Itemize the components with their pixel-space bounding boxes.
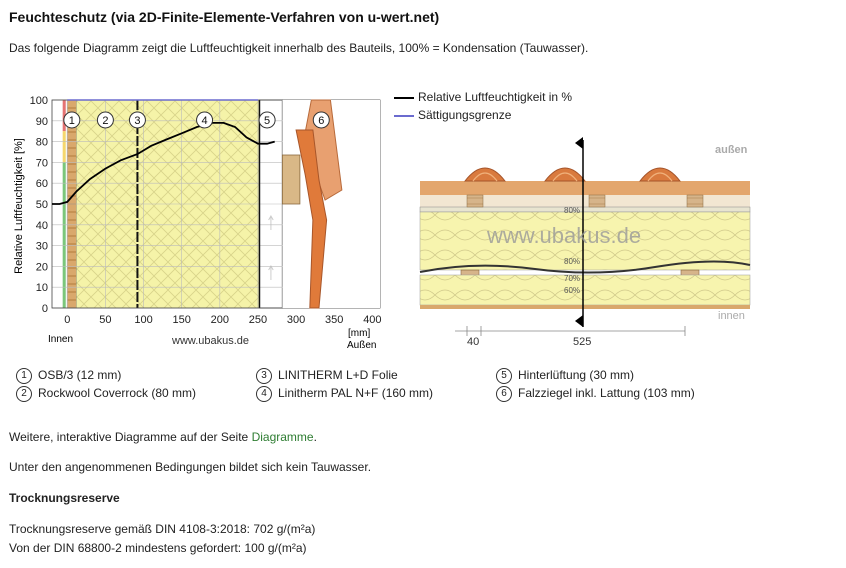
x-unit-label: [mm]	[348, 328, 370, 339]
tile-highlight	[647, 172, 673, 182]
x-right-label: Außen	[347, 340, 376, 351]
y-tick-label: 60	[36, 178, 48, 190]
x-tick-label: 350	[325, 314, 343, 326]
chart-series	[52, 99, 275, 205]
section-outside-label: außen	[715, 144, 748, 156]
indicator-green	[62, 162, 66, 308]
layer-marker-label-6: 6	[318, 115, 324, 127]
roof-tiles	[463, 167, 682, 182]
dimension-525: 525	[573, 336, 591, 348]
layer-marker-2	[96, 111, 114, 129]
y-tick-label: 20	[36, 261, 48, 273]
section-watermark: www.ubakus.de	[486, 223, 641, 248]
board-layer	[419, 206, 751, 213]
y-axis-label: Relative Luftfeuchtigkeit [%]	[13, 138, 25, 274]
x-left-label: Innen	[48, 334, 73, 345]
no-condensate-text: Unter den angenommenen Bedingungen bilde…	[9, 460, 372, 474]
reserve-line-2: Von der DIN 68800-2 mindestens gefordert…	[9, 541, 307, 555]
x-tick-label: 200	[211, 314, 229, 326]
measure-arrow-bottom	[575, 315, 583, 327]
more-diagrams-text: Weitere, interaktive Diagramme auf der S…	[9, 430, 317, 444]
legend-label-humidity: Relative Luftfeuchtigkeit in %	[418, 90, 573, 104]
x-tick-label: 50	[99, 314, 111, 326]
counter-batten	[686, 194, 704, 208]
batten	[281, 154, 301, 205]
intro-text: Das folgende Diagramm zeigt die Luftfeuc…	[9, 41, 589, 55]
legend-entry-saturation: Sättigungsgrenze	[394, 108, 572, 126]
y-tick-label: 90	[36, 116, 48, 128]
tile-ridge	[543, 167, 587, 182]
roof-cross-section: außen innen www.ubakus.de 80% 80% 70% 60…	[419, 137, 751, 348]
insulation-upper	[419, 211, 751, 271]
layer-marker-label-5: 5	[264, 115, 270, 127]
x-tick-label: 400	[363, 314, 381, 326]
layer-marker-6	[312, 111, 330, 129]
layer-marker-4	[196, 111, 214, 129]
osb-layer	[420, 305, 750, 309]
measure-arrow-top	[575, 137, 583, 149]
tile-highlight	[472, 172, 498, 182]
legend-swatch-saturation	[394, 114, 414, 117]
humidity-line	[52, 122, 275, 205]
layer-marker-label-2: 2	[102, 115, 108, 127]
y-tick-label: 70	[36, 157, 48, 169]
pct-label-3: 70%	[564, 274, 580, 283]
tile-ridge	[463, 167, 507, 182]
counter-batten	[466, 194, 484, 208]
x-tick-label: 100	[134, 314, 152, 326]
reserve-heading: Trocknungsreserve	[9, 491, 120, 505]
diagramme-link[interactable]: Diagramme	[251, 430, 314, 444]
layer-marker-label-1: 1	[69, 115, 75, 127]
pct-label-2: 80%	[564, 257, 580, 266]
x-tick-label: 0	[64, 314, 70, 326]
dimension-40: 40	[467, 336, 479, 348]
section-inside-label: innen	[718, 310, 745, 322]
counter-batten	[588, 194, 606, 208]
y-tick-label: 100	[30, 95, 48, 107]
x-tick-label: 300	[287, 314, 305, 326]
tile-highlight	[552, 172, 578, 182]
tile-base	[420, 181, 750, 195]
membrane-line	[419, 260, 751, 274]
page-title: Feuchteschutz (via 2D-Finite-Elemente-Ve…	[9, 9, 440, 25]
pct-label-4: 60%	[564, 286, 580, 295]
legend-entry-humidity: Relative Luftfeuchtigkeit in %	[394, 90, 572, 108]
y-tick-label: 0	[42, 303, 48, 315]
x-tick-label: 250	[249, 314, 267, 326]
y-tick-label: 10	[36, 282, 48, 294]
legend-label-saturation: Sättigungsgrenze	[418, 108, 512, 122]
chart-legend: Relative Luftfeuchtigkeit in % Sättigung…	[394, 90, 572, 126]
chart-watermark: www.ubakus.de	[171, 335, 249, 347]
y-tick-label: 40	[36, 220, 48, 232]
air-flow-arrow	[268, 214, 274, 230]
roof-tile-illustration	[281, 99, 380, 309]
tile-ridge	[638, 167, 682, 182]
y-tick-label: 80	[36, 137, 48, 149]
air-flow-arrow	[268, 264, 274, 280]
x-tick-label: 150	[172, 314, 190, 326]
pct-label-1: 80%	[564, 206, 580, 215]
layer-marker-1	[63, 111, 81, 129]
layer-marker-label-4: 4	[201, 115, 207, 127]
y-tick-label: 50	[36, 199, 48, 211]
legend-swatch-humidity	[394, 96, 414, 99]
layer-markers: 1 2 3 4 5 6	[63, 111, 330, 129]
indicator-yellow	[62, 131, 66, 163]
layer-marker-label-3: 3	[134, 115, 140, 127]
reserve-line-1: Trocknungsreserve gemäß DIN 4108-3:2018:…	[9, 522, 316, 536]
y-tick-label: 30	[36, 241, 48, 253]
tile-lower	[295, 129, 328, 309]
layer-marker-5	[258, 111, 276, 129]
layer-marker-3	[128, 111, 146, 129]
insulation-lower	[419, 274, 751, 306]
humidity-chart: 0 10 20 30 40 50 60 70 80 90 100 0 50 100 150 200 250 300…	[13, 95, 382, 351]
indicator-red	[62, 100, 66, 132]
ventilation-layer	[420, 195, 750, 207]
